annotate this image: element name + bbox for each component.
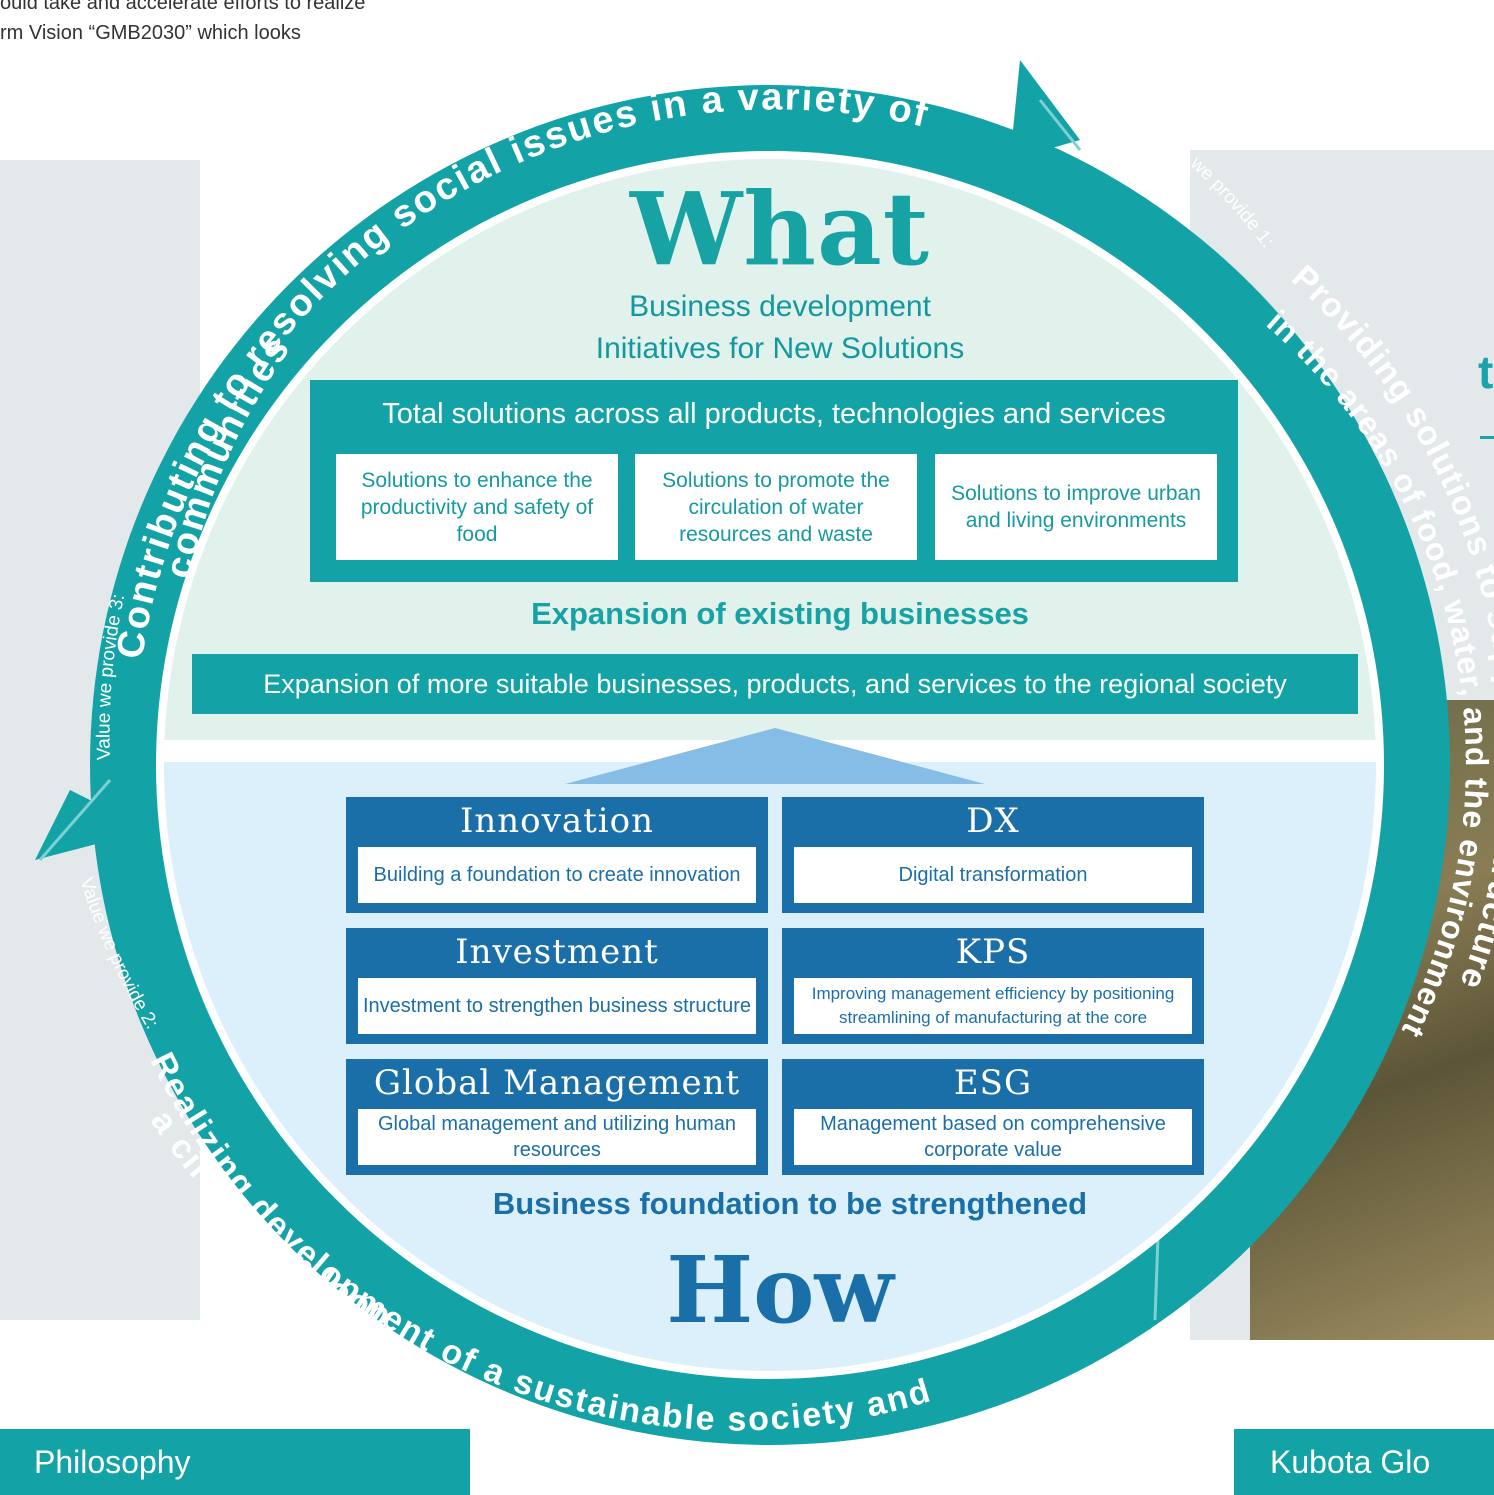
intro-line-1: ould take and accelerate efforts to real… <box>0 0 366 14</box>
foundation-title: DX <box>966 801 1020 841</box>
expansion-label: Expansion of existing businesses <box>531 596 1029 631</box>
foundation-label: Business foundation to be strengthened <box>492 1186 1088 1221</box>
foundation-desc: Global management and utilizing human re… <box>358 1109 756 1165</box>
foundation-title: ESG <box>953 1063 1033 1103</box>
right-heading-fragment: t <box>1478 346 1494 398</box>
intro-line-2: rm Vision “GMB2030” which looks <box>0 22 301 44</box>
foundation-esg: ESG Management based on comprehensive co… <box>782 1059 1204 1175</box>
philosophy-bar: Philosophy <box>0 1429 470 1495</box>
solution-food: Solutions to enhance the productivity an… <box>336 454 618 560</box>
foundation-desc: Management based on comprehensive corpor… <box>794 1109 1192 1165</box>
up-arrow-icon <box>565 728 985 784</box>
ring-divider-left <box>38 779 112 861</box>
foundation-title: KPS <box>955 932 1031 972</box>
arrow-head-top <box>1010 60 1080 160</box>
foundation-global-management: Global Management Global management and … <box>346 1059 768 1175</box>
expansion-bar: Expansion of more suitable businesses, p… <box>192 654 1358 714</box>
what-subtitle-line-1: Business development <box>629 290 931 323</box>
foundation-desc: Building a foundation to create innovati… <box>358 847 756 903</box>
foundation-title: Investment <box>455 932 659 972</box>
total-solutions-title: Total solutions across all products, tec… <box>382 398 1166 430</box>
foundation-innovation: Innovation Building a foundation to crea… <box>346 797 768 913</box>
foundation-investment: Investment Investment to strengthen busi… <box>346 928 768 1044</box>
solution-water: Solutions to promote the circulation of … <box>635 454 917 560</box>
foundation-title: Global Management <box>373 1063 741 1103</box>
total-solutions-box: Total solutions across all products, tec… <box>310 380 1238 582</box>
foundation-desc: Digital transformation <box>794 847 1192 903</box>
foundation-kps: KPS Improving management efficiency by p… <box>782 928 1204 1044</box>
kubota-global-bar: Kubota Glo <box>1234 1429 1494 1495</box>
arrow-head-left <box>35 790 150 860</box>
foundation-title: Innovation <box>459 801 655 841</box>
solution-urban: Solutions to improve urban and living en… <box>935 454 1217 560</box>
foundation-desc: Improving management efficiency by posit… <box>794 978 1192 1034</box>
what-title: What <box>630 170 930 288</box>
how-title: How <box>666 1236 894 1344</box>
ring-divider-top <box>1038 99 1082 151</box>
intro-paragraph: ould take and accelerate efforts to real… <box>0 0 520 48</box>
what-subtitle: Business development Initiatives for New… <box>480 286 1080 370</box>
foundation-dx: DX Digital transformation <box>782 797 1204 913</box>
right-heading-rule <box>1480 436 1494 439</box>
what-subtitle-line-2: Initiatives for New Solutions <box>595 332 965 365</box>
foundation-desc: Investment to strengthen business struct… <box>358 978 756 1034</box>
